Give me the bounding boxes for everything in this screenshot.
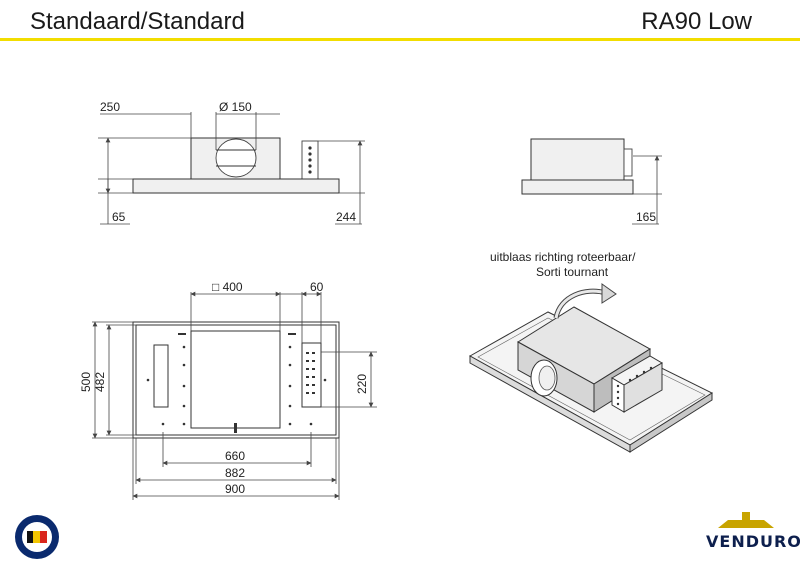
brand-logo: VENDURO (706, 510, 800, 554)
dim-482: 482 (93, 372, 107, 392)
side-fan-housing (530, 138, 625, 181)
rotation-arrow (601, 283, 617, 304)
dim-diameter-150: Ø 150 (219, 100, 252, 114)
dim-244: 244 (336, 210, 356, 224)
front-base-plate (132, 178, 340, 194)
plan-outer-frame (132, 321, 340, 439)
dim-250: 250 (100, 100, 120, 114)
dim-660: 660 (225, 449, 245, 463)
plan-view: □ 400 60 500 482 220 660 882 900 (79, 280, 377, 500)
plan-fan-opening (190, 330, 281, 429)
front-view: 250 Ø 150 65 244 (98, 100, 365, 225)
side-outlet-stub (623, 148, 633, 177)
page-title: Standaard/Standard (30, 8, 245, 35)
dim-900: 900 (225, 482, 245, 496)
plan-left-slot (153, 344, 169, 408)
brand-name: VENDURO (706, 532, 800, 551)
side-view: 165 (521, 138, 662, 225)
header-divider (0, 38, 800, 41)
dim-165: 165 (636, 210, 656, 224)
dim-opening-400: □ 400 (212, 280, 243, 294)
rotation-caption-line2: Sorti tournant (536, 265, 609, 279)
dim-65: 65 (112, 210, 126, 224)
plan-inner-frame (135, 324, 337, 436)
plan-control-dots (306, 352, 315, 394)
side-base-plate (521, 179, 634, 195)
dim-500: 500 (79, 372, 93, 392)
plan-control-panel (301, 342, 322, 408)
brand-hood-icon (718, 512, 774, 528)
perspective-view: uitblaas richting roteerbaar/ Sorti tour… (468, 250, 714, 453)
belgian-quality-badge (15, 515, 59, 559)
dim-60: 60 (310, 280, 324, 294)
dim-220: 220 (355, 374, 369, 394)
dim-882: 882 (225, 466, 245, 480)
rotation-caption-line1: uitblaas richting roteerbaar/ (490, 250, 636, 264)
model-name: RA90 Low (641, 8, 752, 35)
front-outlet-circle (215, 138, 257, 178)
